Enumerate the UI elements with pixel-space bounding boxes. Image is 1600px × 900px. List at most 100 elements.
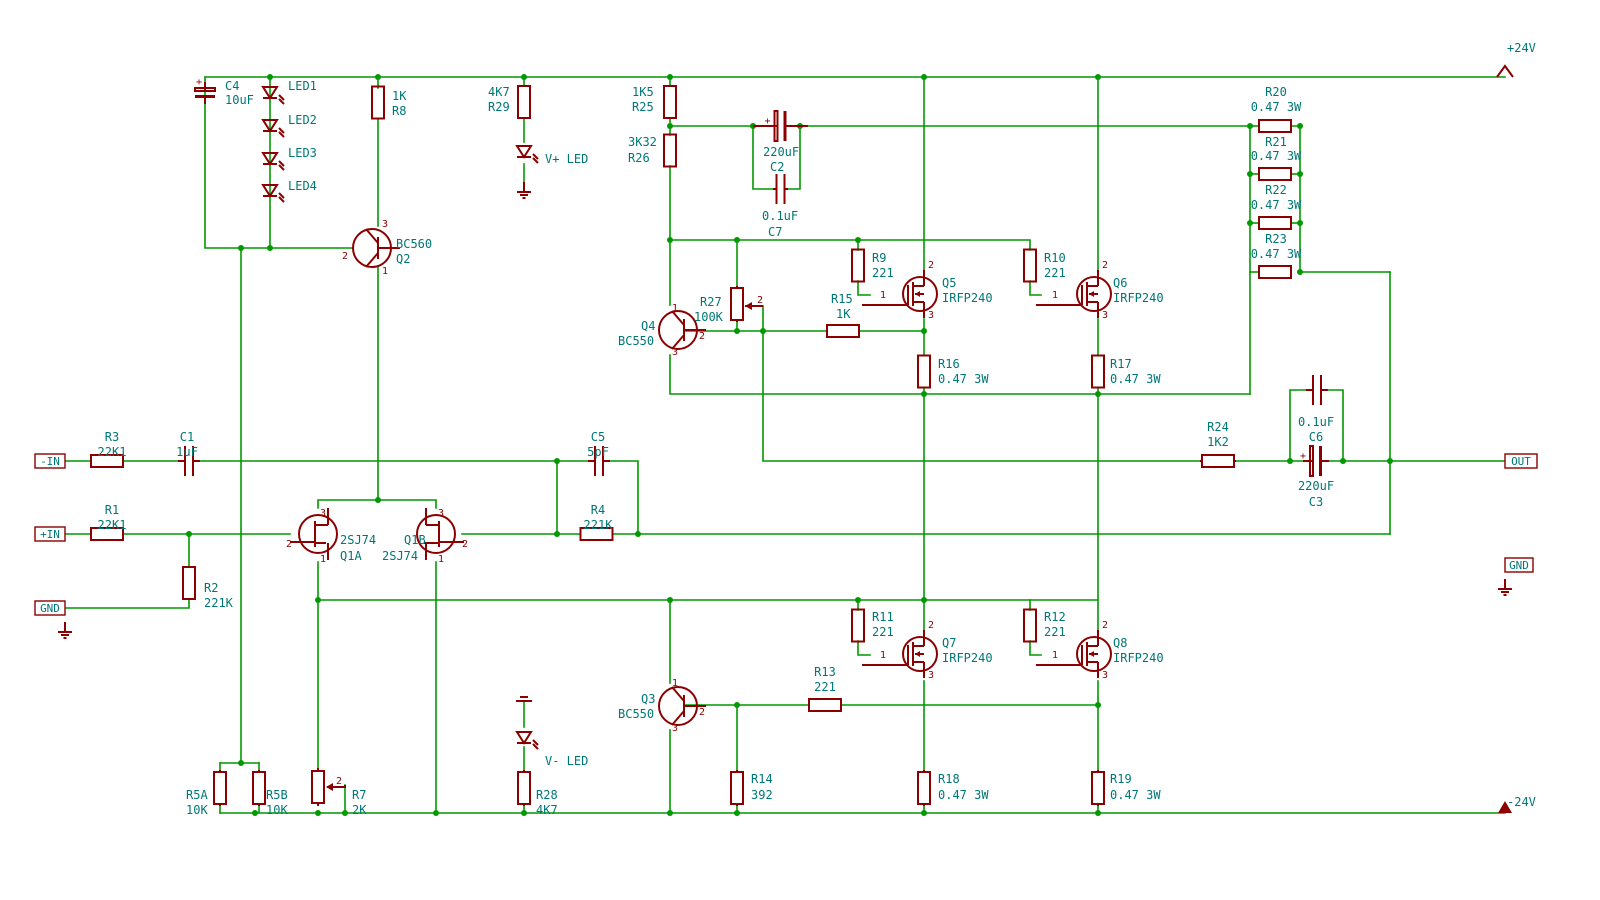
label-rails-neg: -24V	[1507, 795, 1536, 809]
wire	[857, 280, 871, 296]
junction-dot	[521, 74, 527, 80]
junction-dot	[1247, 220, 1253, 226]
port-gnd-in-label: GND	[40, 602, 60, 615]
wire	[1327, 389, 1344, 462]
pin-number: 1	[1052, 650, 1058, 661]
wire	[669, 354, 1251, 395]
pin-number: 3	[928, 310, 934, 321]
junction-dot	[1095, 702, 1101, 708]
mosfet-Q8	[1036, 630, 1112, 678]
label-components-C6-ref: C6	[1309, 430, 1323, 444]
label-components-Q6-ref: Q6	[1113, 276, 1127, 290]
pin-number: 1	[438, 554, 444, 565]
junction-dot	[734, 328, 740, 334]
label-components-R4-value: 221K	[584, 518, 614, 532]
resistor-R17	[1091, 354, 1105, 389]
junction-dot	[734, 702, 740, 708]
resistor-R8	[371, 85, 385, 120]
pin-number: 2	[1102, 620, 1108, 631]
pin-number: 1	[1052, 290, 1058, 301]
capacitor-C7	[773, 174, 788, 204]
label-components-R29-ref: R29	[488, 100, 510, 114]
label-components-R22-ref: R22	[1265, 183, 1287, 197]
resistor-R15	[826, 324, 860, 338]
capacitor-C2: +	[753, 110, 808, 142]
resistor-R22	[1258, 216, 1292, 230]
pin-number: 2	[757, 295, 763, 306]
capacitor-C4: +	[194, 77, 216, 104]
wire	[204, 76, 353, 249]
label-components-R24-ref: R24	[1207, 420, 1229, 434]
label-components-R2-ref: R2	[204, 581, 218, 595]
svg-text:+: +	[765, 116, 771, 127]
label-components-R19-value: 0.47 3W	[1110, 788, 1161, 802]
junction-dot	[734, 810, 740, 816]
resistor-R19	[1091, 770, 1105, 806]
svg-text:+: +	[1300, 451, 1306, 462]
junction-dot	[1297, 220, 1303, 226]
junction-dot	[252, 810, 258, 816]
label-components-Q4-value: BC550	[618, 334, 654, 348]
label-components-R28-ref: R28	[536, 788, 558, 802]
resistor-R25	[663, 85, 677, 119]
pin-number: 3	[438, 508, 444, 519]
label-components-Q8-ref: Q8	[1113, 636, 1127, 650]
junction-dot	[186, 531, 192, 537]
resistor-R14	[730, 770, 744, 806]
r7-wiper-arrow	[326, 783, 333, 791]
label-components-R3-ref: R3	[105, 430, 119, 444]
junction-dot	[1247, 123, 1253, 129]
pin-number: 3	[928, 670, 934, 681]
junction-dot	[315, 810, 321, 816]
label-components-R7-value: 2K	[352, 803, 367, 817]
label-components-Q3-ref: Q3	[641, 692, 655, 706]
resistor-R28	[517, 770, 531, 806]
junction-dot	[667, 74, 673, 80]
label-components-Q7-ref: Q7	[942, 636, 956, 650]
junction-dot	[238, 760, 244, 766]
label-components-Q1A-ref: Q1A	[340, 549, 362, 563]
label-components-Q2-ref: Q2	[396, 252, 410, 266]
label-components-R2-value: 221K	[204, 596, 234, 610]
label-components-R17-value: 0.47 3W	[1110, 372, 1161, 386]
port-gnd-in	[34, 600, 66, 616]
label-components-C3-value: 220uF	[1298, 479, 1334, 493]
wire	[787, 125, 801, 190]
port-in-neg	[34, 453, 66, 469]
ground-in	[58, 622, 72, 639]
resistor-R11	[851, 608, 865, 643]
label-components-R11-value: 221	[872, 625, 894, 639]
resistor-R3	[90, 454, 124, 468]
junction-dot	[667, 597, 673, 603]
port-in-pos-label: +IN	[40, 528, 60, 541]
junction-dot	[734, 237, 740, 243]
junctions	[186, 74, 1393, 816]
junction-dot	[921, 328, 927, 334]
pin-number: 3	[1102, 310, 1108, 321]
junction-dot	[1095, 810, 1101, 816]
resistor-R5A	[213, 770, 227, 806]
label-components-Q1B-value: 2SJ74	[382, 549, 418, 563]
label-components-R8-ref: R8	[392, 104, 406, 118]
port-gnd-out-label: GND	[1509, 559, 1529, 572]
capacitor-C6	[1306, 375, 1328, 405]
label-components-LED1-ref: LED1	[288, 79, 317, 93]
label-components-C7-value: 0.1uF	[762, 209, 798, 223]
label-components-R10-ref: R10	[1044, 251, 1066, 265]
junction-dot	[521, 810, 527, 816]
capacitor-C5	[588, 446, 610, 476]
pin-number: 3	[382, 219, 388, 230]
port-in-pos	[34, 526, 66, 542]
label-components-R26-value: 3K32	[628, 135, 657, 149]
junction-dot	[855, 597, 861, 603]
jfet-Q1B	[416, 508, 464, 560]
junction-dot	[667, 123, 673, 129]
resistor-R5B	[252, 770, 266, 806]
junction-dot	[635, 531, 641, 537]
wire	[1029, 280, 1042, 296]
label-rails-pos: +24V	[1507, 41, 1536, 55]
resistor-R4	[579, 527, 614, 541]
wire	[317, 265, 379, 509]
junction-dot	[433, 810, 439, 816]
